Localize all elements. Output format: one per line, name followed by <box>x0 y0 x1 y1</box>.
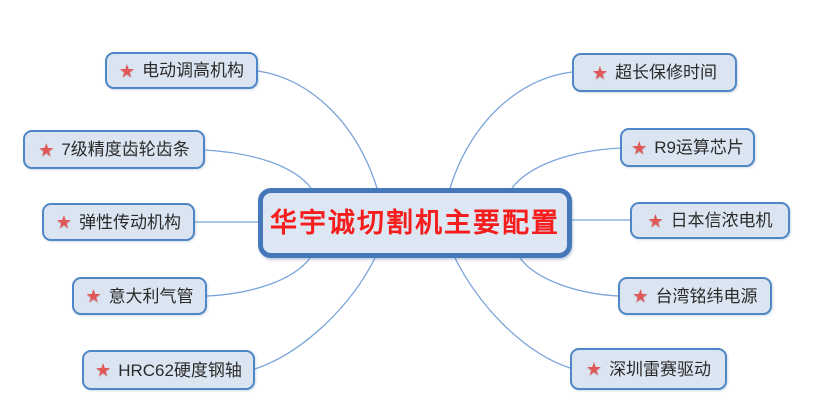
star-icon: ★ <box>38 139 55 160</box>
branch-node-left-1[interactable]: ★ 电动调高机构 <box>105 52 258 89</box>
star-icon: ★ <box>647 210 664 231</box>
branch-node-right-1[interactable]: ★ 超长保修时间 <box>572 53 737 92</box>
branch-label: 超长保修时间 <box>615 63 718 82</box>
central-topic-node[interactable]: 华宇诚切割机主要配置 <box>258 188 572 258</box>
branch-node-right-4[interactable]: ★ 台湾铭纬电源 <box>618 277 772 315</box>
star-icon: ★ <box>55 212 73 232</box>
connector-right-1 <box>449 71 573 189</box>
branch-label: 意大利气管 <box>108 286 194 306</box>
branch-node-right-5[interactable]: ★ 深圳雷赛驱动 <box>570 348 727 390</box>
branch-label: 7级精度齿轮齿条 <box>61 140 190 159</box>
connector-right-4 <box>519 257 619 297</box>
star-icon: ★ <box>85 286 102 306</box>
connector-left-4 <box>206 257 311 297</box>
connector-left-1 <box>257 70 378 189</box>
central-topic-label: 华宇诚切割机主要配置 <box>270 207 560 238</box>
branch-label: HRC62硬度钢轴 <box>118 360 242 380</box>
star-icon: ★ <box>591 62 609 83</box>
star-icon: ★ <box>118 60 136 81</box>
branch-label: 深圳雷赛驱动 <box>609 359 712 379</box>
branch-node-left-3[interactable]: ★ 弹性传动机构 <box>42 203 195 241</box>
connector-right-2 <box>511 147 621 189</box>
connector-left-5 <box>254 257 376 370</box>
connector-right-5 <box>454 257 571 369</box>
star-icon: ★ <box>95 360 112 380</box>
star-icon: ★ <box>585 359 603 379</box>
branch-label: 日本信浓电机 <box>670 211 773 230</box>
branch-node-left-2[interactable]: ★ 7级精度齿轮齿条 <box>23 130 205 169</box>
star-icon: ★ <box>632 286 649 306</box>
branch-label: 弹性传动机构 <box>79 212 182 232</box>
star-icon: ★ <box>631 137 648 158</box>
branch-label: 台湾铭纬电源 <box>655 286 758 306</box>
connector-left-2 <box>204 149 312 189</box>
branch-node-left-4[interactable]: ★ 意大利气管 <box>72 277 207 315</box>
branch-label: R9运算芯片 <box>654 138 744 157</box>
branch-node-right-3[interactable]: ★ 日本信浓电机 <box>630 202 790 239</box>
branch-node-left-5[interactable]: ★ HRC62硬度钢轴 <box>82 350 255 390</box>
branch-label: 电动调高机构 <box>142 61 245 80</box>
branch-node-right-2[interactable]: ★ R9运算芯片 <box>620 128 755 167</box>
